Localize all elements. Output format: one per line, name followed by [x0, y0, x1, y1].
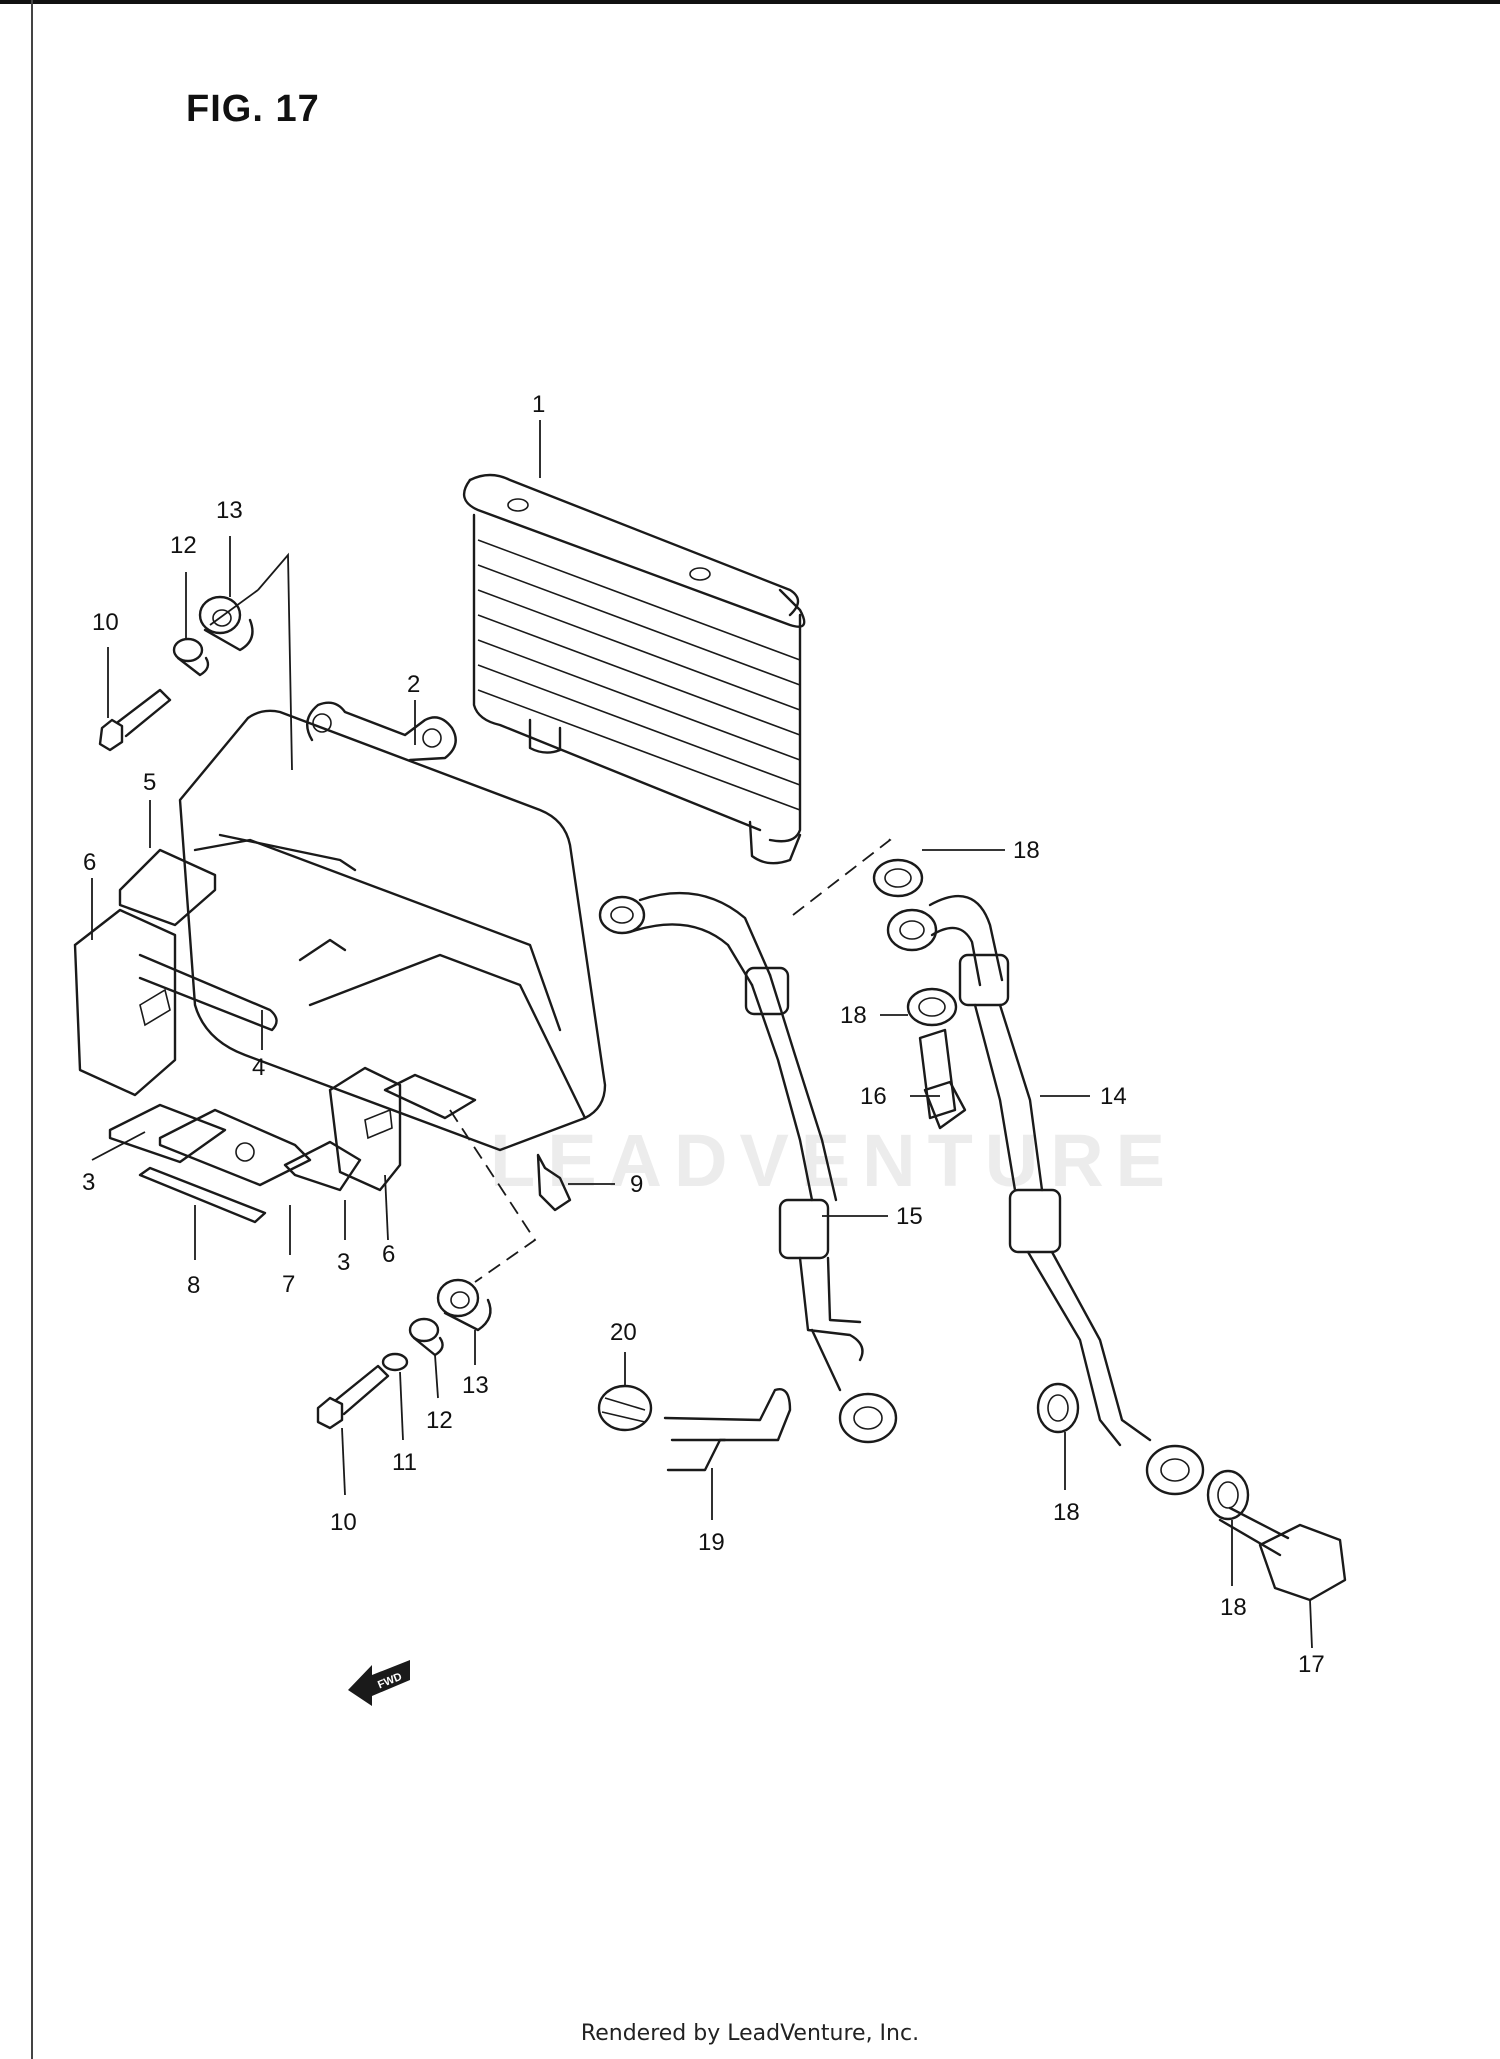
callout-4: 4 [252, 1054, 265, 1081]
callout-20: 20 [610, 1319, 637, 1346]
union-bolt-part-17[interactable] [1218, 1506, 1347, 1602]
grommet-part-13-lower[interactable] [436, 1278, 492, 1332]
callout-7: 7 [282, 1271, 295, 1298]
callout-15: 15 [896, 1203, 923, 1230]
callout-10-lower: 10 [330, 1509, 357, 1536]
callout-17: 17 [1298, 1651, 1325, 1678]
cushion-part-6-left[interactable] [73, 908, 177, 1097]
oil-cooler-part-1[interactable] [462, 473, 806, 865]
callout-18-c: 18 [1053, 1499, 1080, 1526]
cushion-part-5[interactable] [118, 848, 217, 927]
callout-18-d: 18 [1220, 1594, 1247, 1621]
gasket-part-18-a[interactable] [872, 858, 924, 898]
callout-10-upper: 10 [92, 609, 119, 636]
callout-18-b: 18 [840, 1002, 867, 1029]
bolt-part-10-lower[interactable] [316, 1364, 390, 1430]
collar-part-12-upper[interactable] [172, 637, 210, 677]
grommet-part-13-upper[interactable] [198, 595, 254, 652]
forward-arrow-icon: FWD [348, 1660, 410, 1706]
callout-labels: 1 2 3 3 4 5 6 6 7 8 9 10 10 11 12 12 13 … [82, 391, 1325, 1678]
gasket-part-18-d[interactable] [1206, 1469, 1250, 1521]
cooler-cover-part-2[interactable] [178, 701, 607, 1152]
oil-hose-part-15[interactable] [598, 891, 898, 1444]
cushion-part-3-left[interactable] [108, 1103, 227, 1164]
clip-part-20[interactable] [597, 1384, 653, 1432]
strip-part-8[interactable] [138, 1166, 267, 1224]
leader-lines [91, 420, 1313, 1649]
bolt-part-10-upper[interactable] [98, 688, 172, 752]
callout-11: 11 [392, 1449, 417, 1476]
oil-hose-part-14[interactable] [886, 895, 1205, 1496]
gasket-part-18-c[interactable] [1036, 1382, 1080, 1434]
callout-19: 19 [698, 1529, 725, 1556]
figure-title: FIG. 17 [186, 88, 320, 130]
callout-13-lower: 13 [462, 1372, 489, 1399]
callout-5: 5 [143, 769, 156, 796]
callout-8: 8 [187, 1272, 200, 1299]
frame-left-border [31, 0, 33, 2059]
union-bolt-part-16[interactable] [918, 1028, 967, 1130]
callout-1: 1 [532, 391, 545, 418]
gasket-part-18-b[interactable] [906, 987, 958, 1027]
screw-part-9[interactable] [536, 1153, 572, 1212]
callout-12-upper: 12 [170, 532, 197, 559]
hose-clamp-part-19[interactable] [663, 1388, 792, 1472]
callout-6-right: 6 [382, 1241, 395, 1268]
callout-18-a: 18 [1013, 837, 1040, 864]
collar-part-12-lower[interactable] [408, 1317, 444, 1357]
plate-part-7[interactable] [158, 1108, 312, 1187]
grouping-lines [209, 552, 892, 1283]
callout-3-right: 3 [337, 1249, 350, 1276]
callout-12-lower: 12 [426, 1407, 453, 1434]
cushion-part-3-right[interactable] [283, 1140, 362, 1192]
callout-16: 16 [860, 1083, 887, 1110]
washer-part-11[interactable] [381, 1352, 409, 1372]
callout-9: 9 [630, 1171, 643, 1198]
callout-14: 14 [1100, 1083, 1127, 1110]
footer-credit: Rendered by LeadVenture, Inc. [580, 2021, 920, 2046]
frame-top-border [0, 0, 1500, 4]
rubber-strip-part-4[interactable] [138, 953, 278, 1032]
callout-3-left: 3 [82, 1169, 95, 1196]
callout-13-upper: 13 [216, 497, 243, 524]
cushion-part-6-right[interactable] [328, 1066, 402, 1192]
callout-6-left: 6 [83, 849, 96, 876]
callout-2: 2 [407, 671, 420, 698]
